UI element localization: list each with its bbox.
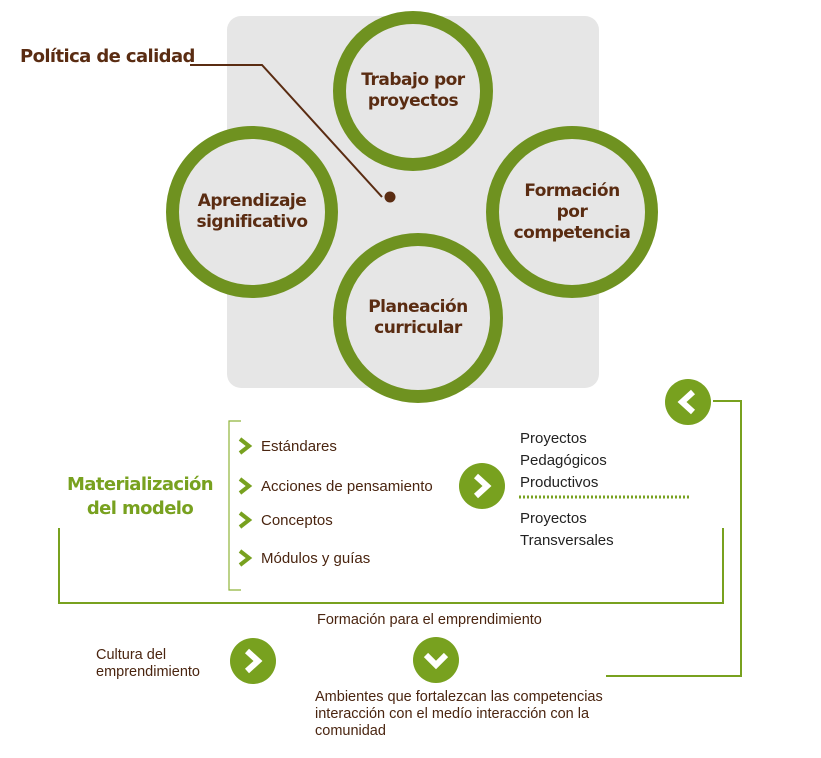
list-item: Conceptos: [237, 511, 333, 529]
projects-line: Pedagógicos: [520, 452, 607, 469]
list-item: Módulos y guías: [237, 549, 370, 567]
list-item-label: Módulos y guías: [261, 549, 371, 567]
chevron-right-icon: [244, 648, 263, 674]
culture-label: Cultura del emprendimiento: [96, 647, 200, 680]
chevron-right-icon: [238, 437, 253, 455]
list-item: Acciones de pensamiento: [237, 477, 433, 495]
list-item-label: Conceptos: [261, 511, 333, 529]
circle-label: Formación por competencia: [513, 180, 631, 243]
arrow-left-button: [665, 379, 711, 425]
circle-label: Aprendizaje significativo: [196, 191, 308, 232]
chevron-right-icon: [473, 473, 492, 499]
list-item-label: Acciones de pensamiento: [261, 477, 433, 495]
circle-label: Planeación curricular: [368, 297, 468, 338]
projects-group-1: Proyectos Pedagógicos Productivos: [520, 428, 607, 494]
circle-label: Trabajo por proyectos: [361, 70, 465, 111]
chevron-right-icon: [238, 477, 253, 495]
chevron-right-icon: [238, 549, 253, 567]
loop-line: [606, 400, 742, 677]
arrow-right-button: [230, 638, 276, 684]
projects-line: Proyectos: [520, 510, 587, 527]
policy-leader-line: [190, 64, 383, 198]
list-item: Estándares: [237, 437, 337, 455]
projects-line: Proyectos: [520, 430, 587, 447]
projects-line: Productivos: [520, 474, 599, 491]
formation-label: Formación para el emprendimiento: [317, 612, 542, 628]
quality-policy-label: Política de calidad: [20, 46, 195, 67]
projects-group-2: Proyectos Transversales: [520, 508, 614, 552]
chevron-down-icon: [423, 652, 449, 670]
model-frame-line: [58, 528, 724, 604]
list-bracket: [228, 420, 241, 591]
arrow-down-button: [413, 637, 459, 683]
environments-label: Ambientes que fortalezcan las competenci…: [315, 689, 603, 739]
arrow-right-button: [459, 463, 505, 509]
model-title: Materialización del modelo: [66, 474, 214, 519]
list-item-label: Estándares: [261, 437, 337, 455]
policy-leader-dot: [384, 191, 396, 203]
chevron-right-icon: [238, 511, 253, 529]
projects-line: Transversales: [520, 532, 614, 549]
chevron-left-icon: [677, 389, 696, 415]
